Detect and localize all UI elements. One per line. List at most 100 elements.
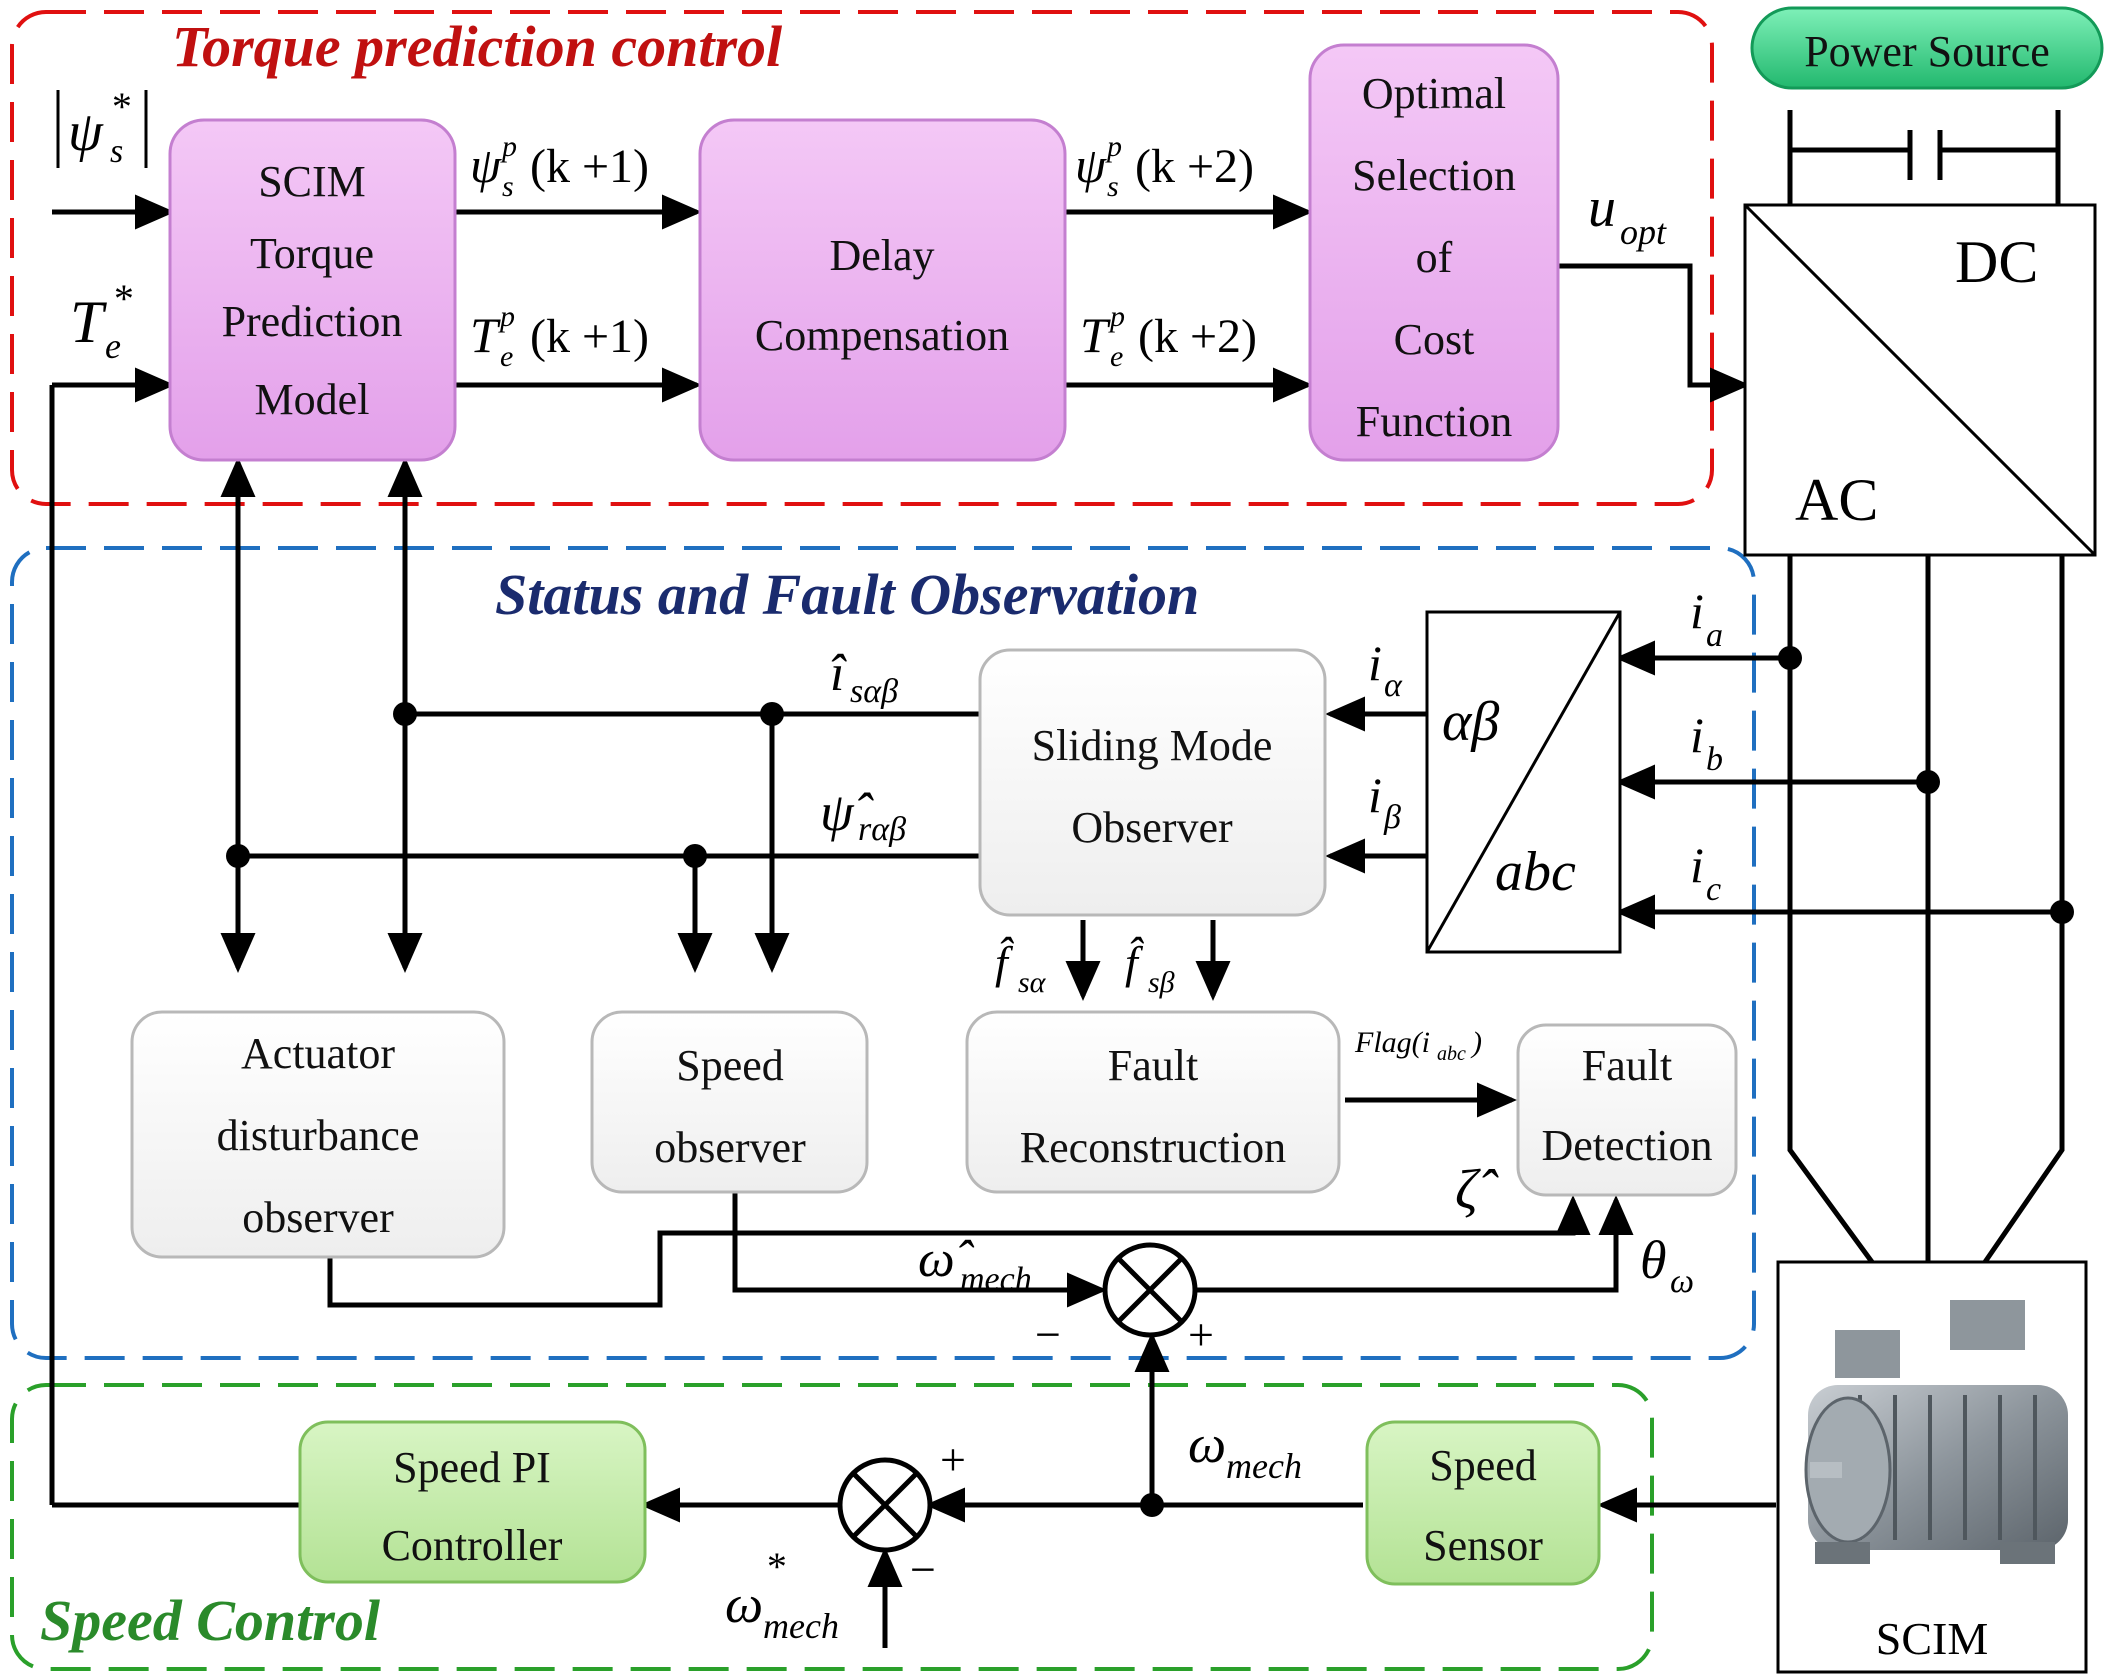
status-section-frame xyxy=(10,546,1756,1360)
svg-text:î: î xyxy=(830,645,847,702)
svg-text:observer: observer xyxy=(654,1123,806,1172)
svg-text:p: p xyxy=(1108,300,1125,333)
phase-a-current-label: i a xyxy=(1690,583,1723,654)
svg-text:s: s xyxy=(110,133,123,170)
svg-text:i: i xyxy=(1690,837,1704,893)
svg-text:Compensation: Compensation xyxy=(755,311,1009,360)
svg-text:Controller: Controller xyxy=(382,1521,563,1570)
svg-text:Optimal: Optimal xyxy=(1362,69,1506,118)
svg-text:Speed: Speed xyxy=(1429,1441,1537,1490)
svg-text:Delay: Delay xyxy=(829,231,934,280)
torque-reference-label: T e * xyxy=(70,276,132,366)
actuator-disturbance-observer-block[interactable]: Actuator disturbance observer xyxy=(130,1010,506,1259)
svg-text:abc: abc xyxy=(1495,841,1576,903)
speed-observer-block[interactable]: Speed observer xyxy=(590,1010,869,1194)
svg-text:T: T xyxy=(70,289,107,355)
svg-text:Torque: Torque xyxy=(250,229,374,278)
svg-text:θ: θ xyxy=(1640,1230,1667,1290)
svg-text:mech: mech xyxy=(1226,1446,1302,1486)
svg-text:u: u xyxy=(1588,177,1616,239)
svg-text:*: * xyxy=(765,1544,785,1589)
svg-text:Model: Model xyxy=(255,375,370,424)
alphabeta-abc-transform: αβ abc xyxy=(1425,610,1622,954)
svg-text:Flag(i: Flag(i xyxy=(1354,1026,1430,1059)
summing-junction-speed xyxy=(837,1457,933,1553)
scim-torque-prediction-block[interactable]: SCIM Torque Prediction Model xyxy=(168,118,457,462)
svg-text:e: e xyxy=(1110,340,1123,373)
svg-text:p: p xyxy=(1105,130,1122,163)
svg-text:opt: opt xyxy=(1620,212,1667,252)
torque-prediction-k2-label: T e p (k +2) xyxy=(1080,300,1257,373)
speed-sensor-block[interactable]: Speed Sensor xyxy=(1365,1420,1601,1586)
svg-text:Prediction: Prediction xyxy=(222,297,403,346)
svg-text:abc: abc xyxy=(1437,1043,1466,1065)
delay-compensation-block[interactable]: Delay Compensation xyxy=(698,118,1067,462)
svg-text:a: a xyxy=(1706,617,1723,654)
junction-dot xyxy=(760,702,784,726)
svg-text:ψ: ψ xyxy=(470,137,502,193)
svg-text:sβ: sβ xyxy=(1148,966,1175,999)
svg-text:(k +2): (k +2) xyxy=(1135,140,1254,193)
svg-text:SCIM: SCIM xyxy=(258,157,366,206)
speed-section-title: Speed Control xyxy=(40,1588,381,1653)
svg-text:i: i xyxy=(1368,767,1382,823)
svg-text:rαβ: rαβ xyxy=(858,811,906,848)
svg-text:disturbance: disturbance xyxy=(217,1111,420,1160)
i-beta-label: i β xyxy=(1368,767,1401,836)
svg-text:Cost: Cost xyxy=(1394,315,1475,364)
flux-prediction-k1-label: ψ s p (k +1) xyxy=(470,130,649,203)
svg-text:s: s xyxy=(1107,170,1119,203)
svg-text:ω: ω xyxy=(1188,1414,1226,1474)
svg-text:ω: ω xyxy=(1670,1263,1694,1300)
fault-detection-block[interactable]: Fault Detection xyxy=(1516,1023,1738,1197)
svg-text:of: of xyxy=(1416,233,1453,282)
estimated-rotor-flux-label: ψ̂ rαβ xyxy=(820,782,906,848)
svg-text:α: α xyxy=(1384,667,1403,704)
phase-b-current-label: i b xyxy=(1690,707,1723,778)
svg-text:f̂: f̂ xyxy=(995,936,1015,988)
speed-pi-controller-block[interactable]: Speed PI Controller xyxy=(298,1420,647,1584)
sliding-mode-observer-block[interactable]: Sliding Mode Observer xyxy=(978,648,1327,917)
measured-speed-label: ω mech xyxy=(1188,1414,1302,1486)
optimal-selection-block[interactable]: Optimal Selection of Cost Function xyxy=(1308,43,1560,462)
svg-text:c: c xyxy=(1706,871,1721,908)
svg-text:f̂: f̂ xyxy=(1125,936,1145,988)
flux-prediction-k2-label: ψ s p (k +2) xyxy=(1075,130,1254,203)
svg-text:sα: sα xyxy=(1018,966,1047,999)
svg-text:i: i xyxy=(1368,635,1382,691)
svg-text:ψ: ψ xyxy=(1075,137,1107,193)
svg-text:b: b xyxy=(1706,741,1723,778)
svg-text:β: β xyxy=(1383,799,1401,836)
torque-section-title: Torque prediction control xyxy=(172,14,783,79)
junction-dot xyxy=(1140,1493,1164,1517)
minus-sign: − xyxy=(910,1544,936,1595)
svg-text:Function: Function xyxy=(1356,397,1512,446)
svg-text:Detection: Detection xyxy=(1541,1121,1712,1170)
summing-junction-observer xyxy=(1102,1242,1198,1338)
svg-text:s: s xyxy=(502,170,514,203)
svg-text:Actuator: Actuator xyxy=(241,1029,395,1078)
svg-text:p: p xyxy=(498,300,515,333)
svg-text:Power Source: Power Source xyxy=(1804,27,2050,76)
junction-dot xyxy=(1778,646,1802,670)
zeta-estimate-label: ζ̂ xyxy=(1455,1159,1499,1221)
svg-text:mech: mech xyxy=(763,1606,839,1646)
power-source-badge: Power Source xyxy=(1750,6,2104,90)
svg-text:*: * xyxy=(112,276,132,321)
junction-dot xyxy=(2050,900,2074,924)
svg-text:T: T xyxy=(470,307,501,363)
torque-section-frame xyxy=(10,10,1714,506)
svg-text:observer: observer xyxy=(242,1193,394,1242)
estimated-stator-current-label: î sαβ xyxy=(830,645,898,710)
theta-omega-label: θ ω xyxy=(1640,1230,1694,1300)
fault-estimate-alpha-label: f̂ sα xyxy=(995,936,1047,999)
svg-text:): ) xyxy=(1470,1026,1482,1059)
svg-text:e: e xyxy=(500,340,513,373)
svg-text:Sensor: Sensor xyxy=(1423,1521,1543,1570)
svg-text:sαβ: sαβ xyxy=(850,673,898,710)
svg-text:Sliding Mode: Sliding Mode xyxy=(1032,721,1273,770)
torque-prediction-k1-label: T e p (k +1) xyxy=(470,300,649,373)
svg-text:(k +2): (k +2) xyxy=(1138,310,1257,363)
fault-reconstruction-block[interactable]: Fault Reconstruction xyxy=(965,1010,1341,1194)
